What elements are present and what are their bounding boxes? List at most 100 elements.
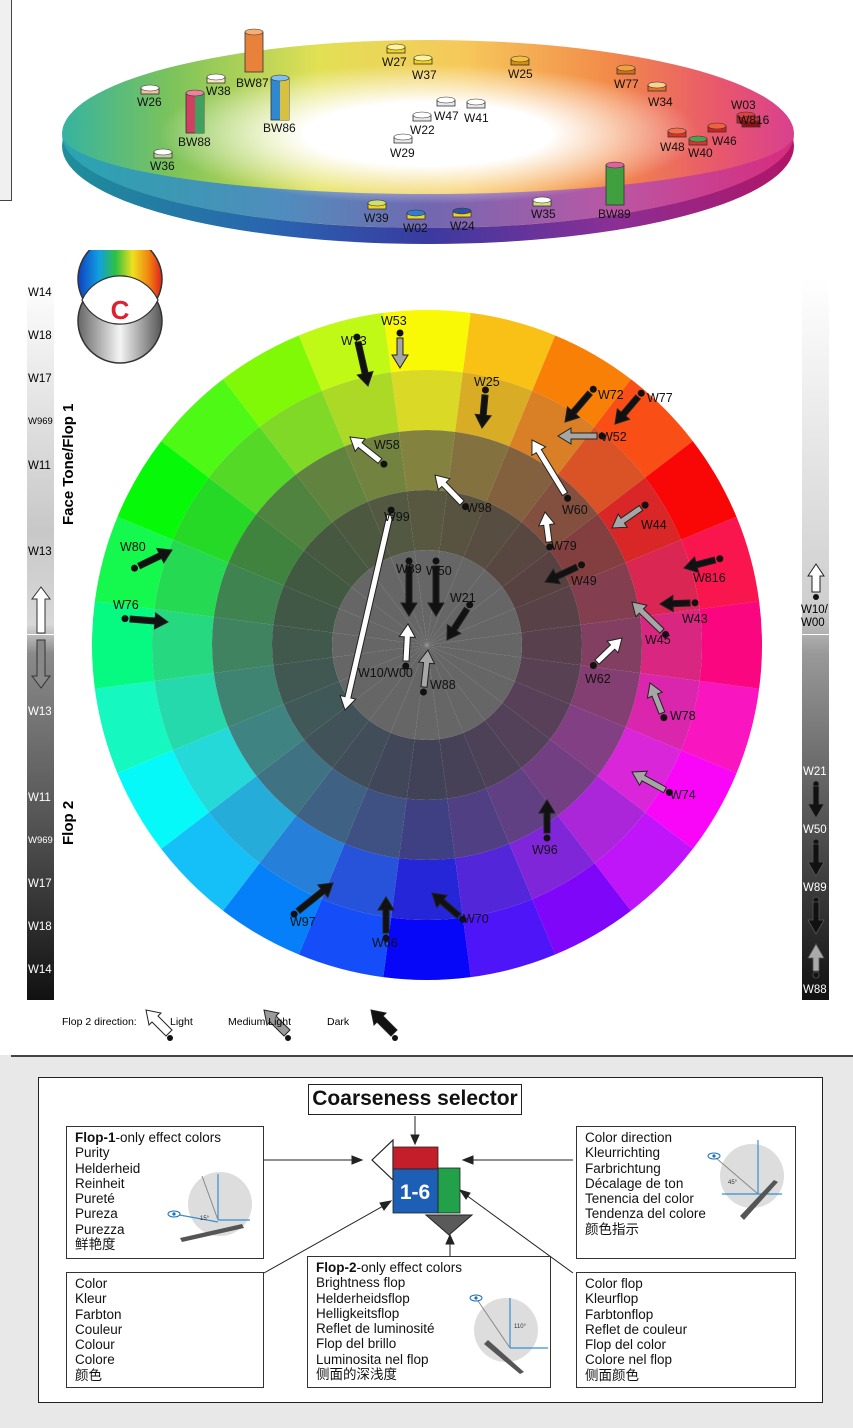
ring-label: W816	[738, 113, 770, 127]
scale-label: W21	[803, 766, 827, 778]
arrow-dot	[543, 834, 551, 842]
left-gray-scale	[27, 278, 54, 1000]
flop2-heading: Flop-2-only effect colors	[316, 1260, 463, 1275]
ring-label: W03	[731, 98, 756, 112]
wheel-segment	[514, 585, 581, 633]
ring-label: W22	[410, 123, 435, 137]
arrow-dot	[459, 915, 467, 923]
wheel-label: W62	[585, 672, 611, 686]
wheel-segment	[699, 601, 762, 689]
colorflop-box: Color flop Kleurflop Farbtonflop Reflet …	[576, 1272, 796, 1388]
wheel-segment	[462, 312, 556, 391]
scale-label: W11	[28, 460, 51, 472]
ring-label: BW89	[598, 207, 631, 221]
scale-label: W50	[803, 824, 827, 836]
flop1-line: Pureza	[75, 1206, 118, 1222]
flop-arrow	[349, 436, 383, 465]
color-logo: C	[77, 250, 163, 364]
wheel-segment	[92, 601, 155, 689]
flop2-line: Helligkeitsflop	[316, 1305, 400, 1321]
wheel-segment	[212, 616, 274, 674]
wheel-segment	[390, 645, 427, 740]
flop-arrow	[339, 513, 394, 711]
wheel-label: W53	[381, 314, 407, 328]
color-line: Colore	[75, 1352, 115, 1368]
legend-title: Flop 2 direction:	[62, 1016, 137, 1028]
wheel-segments	[92, 310, 762, 980]
flop-arrow	[683, 556, 717, 574]
flop-arrow	[538, 799, 556, 834]
arrow-dot	[382, 934, 390, 942]
color-line: Farbton	[75, 1306, 122, 1322]
arrow-dot	[396, 329, 404, 337]
top-color-ring: W27 W37 W25 W77 W34 W03 W816 W26 W38 BW8…	[62, 28, 794, 244]
wheel-segment	[414, 645, 440, 740]
color-line: Color	[75, 1276, 108, 1291]
ring-label: W02	[403, 221, 428, 235]
wheel-segment	[406, 739, 448, 800]
wheel-label: W50	[426, 564, 452, 578]
flop-arrow	[295, 882, 334, 915]
wheel-segment	[406, 490, 448, 551]
wheel-segment	[532, 863, 631, 955]
wheel-segment	[152, 609, 214, 681]
ring-label: W35	[531, 207, 556, 221]
flop-arrow	[474, 394, 493, 429]
wheel-segment	[259, 390, 345, 475]
direction-line: Kleurrichting	[585, 1145, 661, 1161]
wheel-segment	[455, 372, 533, 447]
wheel-label: W88	[430, 678, 456, 692]
arrow-dot	[419, 688, 427, 696]
wheel-segment	[117, 441, 209, 540]
ring-label: W77	[614, 77, 639, 91]
wheel-segment	[439, 732, 487, 799]
ring-label: BW88	[178, 135, 211, 149]
wheel-segment	[463, 720, 522, 789]
wheel-segment	[486, 767, 558, 844]
flop-arrow	[531, 439, 569, 497]
direction-line: Tenencia del color	[585, 1191, 694, 1207]
flop2-angle-illustration: 110°	[469, 1294, 548, 1374]
arrow-dot	[589, 661, 597, 669]
colorflop-line: Farbtonflop	[585, 1306, 654, 1322]
wheel-segment	[383, 917, 471, 980]
wheel-segment	[161, 812, 260, 911]
flop-arrow	[129, 612, 169, 630]
flop1-angle-illustration: 15°	[167, 1172, 252, 1242]
wheel-label: W21	[450, 591, 476, 605]
ring-label: W40	[688, 146, 713, 160]
wheel-segment	[321, 843, 399, 918]
wheel-segment	[228, 704, 305, 776]
flop-arrow	[631, 601, 665, 634]
wheel-segment	[213, 665, 284, 728]
wheel-labels: W53 W73 W25 W72 W77 W52 W58 W98 W60 W44 …	[113, 314, 726, 950]
right-scale-top-label: W10/W00	[801, 604, 828, 629]
wheel-segment	[447, 431, 510, 502]
arrow-dot	[665, 788, 673, 796]
wheel-segment	[298, 899, 392, 978]
flop-arrow	[434, 474, 465, 506]
wheel-segment	[514, 657, 581, 705]
wheel-segment	[427, 645, 515, 703]
ring-label: W29	[390, 146, 415, 160]
wheel-segment	[273, 585, 340, 633]
legend-medium-light: Medium Light	[228, 1016, 292, 1028]
wheel-segment	[223, 335, 322, 427]
ring-label: W38	[206, 84, 231, 98]
wheel-segment	[427, 645, 485, 733]
arrow-dot	[432, 557, 440, 565]
angle-label: 45°	[728, 1180, 738, 1186]
wheel-label: W73	[341, 334, 367, 348]
wheel-segment	[557, 426, 646, 515]
ring-label: W41	[464, 111, 489, 125]
ring-label: W48	[660, 140, 685, 154]
wheel-segment	[208, 775, 297, 864]
arrow-dot	[405, 557, 413, 565]
flop2-line: Brightness flop	[316, 1275, 406, 1291]
direction-line: Décalage de ton	[585, 1175, 684, 1191]
ring-label: W26	[137, 95, 162, 109]
wheel-label: W78	[670, 709, 696, 723]
ring-label: W24	[450, 219, 475, 233]
ring-label: W25	[508, 67, 533, 81]
flop-arrow	[594, 637, 623, 665]
